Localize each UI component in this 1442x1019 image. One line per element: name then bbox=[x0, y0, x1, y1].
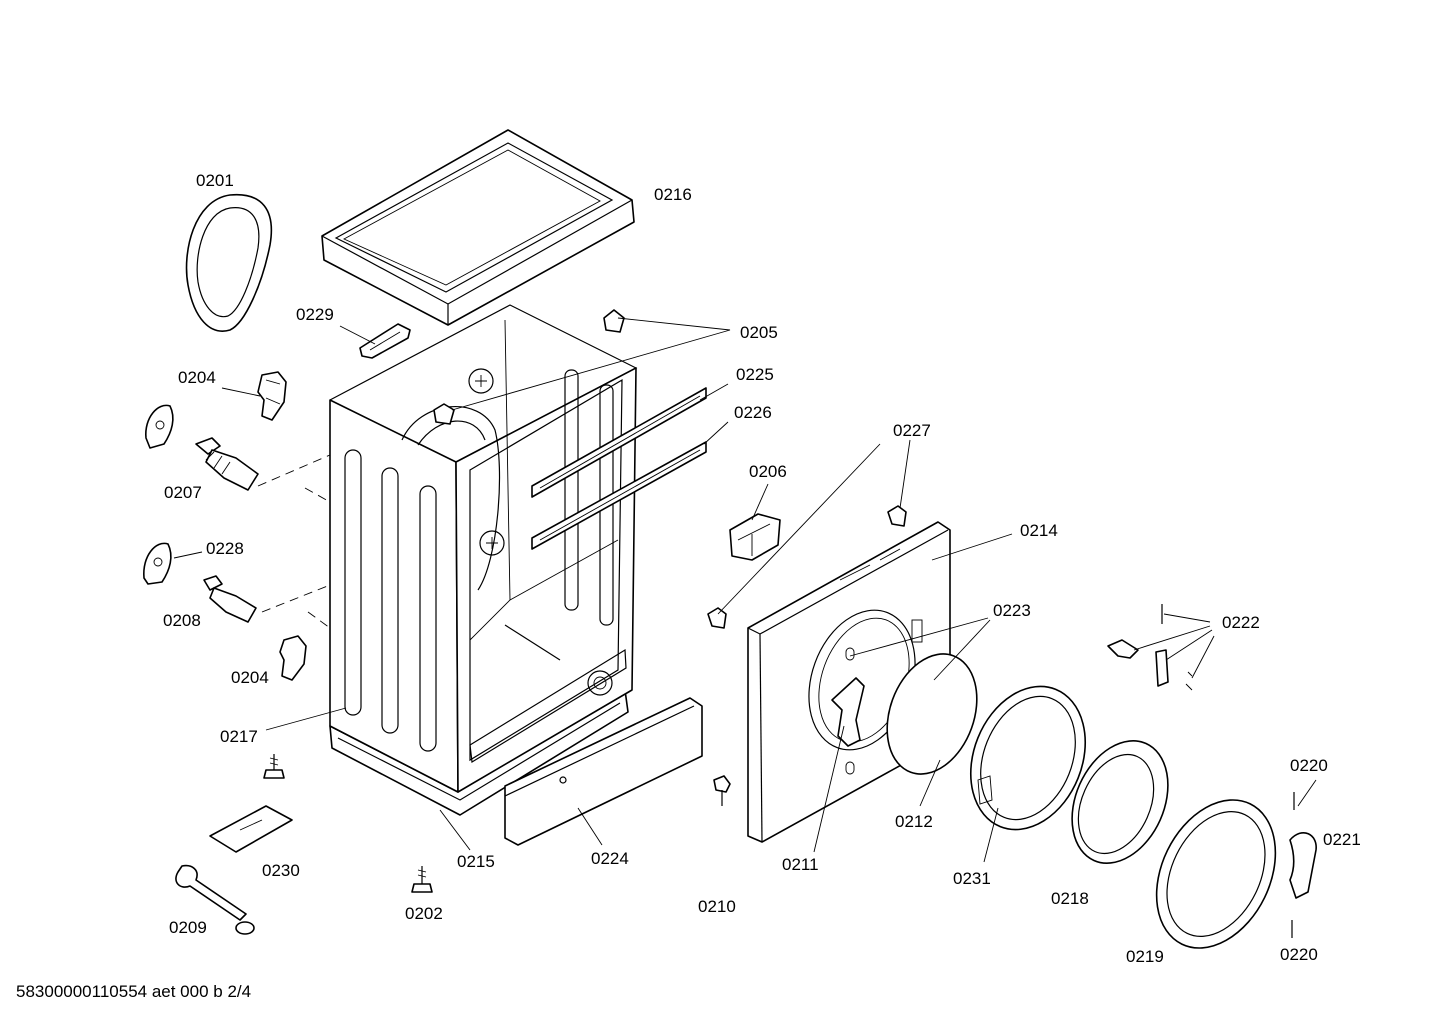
part-number-labels: 0201 0216 0229 0205 0204 0225 0226 0227 … bbox=[163, 171, 1361, 966]
document-footer-code: 58300000110554 aet 000 b 2/4 bbox=[16, 982, 251, 1001]
screw-part-0210 bbox=[713, 775, 731, 806]
top-cover-part bbox=[321, 129, 635, 326]
door-glass-part-0218 bbox=[1071, 740, 1169, 864]
gasket-seal-part bbox=[185, 193, 273, 332]
foot-screw-part-left bbox=[263, 754, 285, 779]
clip-part-0205-top bbox=[603, 309, 625, 333]
leader-lines bbox=[173, 317, 1317, 863]
bracket-part-0204-upper bbox=[257, 371, 287, 421]
label-0204-upper: 0204 bbox=[178, 368, 216, 387]
bracket-part-0204-lower bbox=[279, 635, 307, 681]
clip-part-0229 bbox=[359, 323, 411, 359]
assembly-line-upper-b bbox=[304, 487, 331, 503]
label-0224: 0224 bbox=[591, 849, 629, 868]
label-0219: 0219 bbox=[1126, 947, 1164, 966]
latch-part-0222 bbox=[1107, 639, 1193, 691]
clip-part-0227-right bbox=[887, 505, 907, 527]
label-0204-lower: 0204 bbox=[231, 668, 269, 687]
label-0221: 0221 bbox=[1323, 830, 1361, 849]
damper-mount-part-0228-upper bbox=[145, 404, 174, 449]
label-0202: 0202 bbox=[405, 904, 443, 923]
label-0214: 0214 bbox=[1020, 521, 1058, 540]
label-0223: 0223 bbox=[993, 601, 1031, 620]
label-0211: 0211 bbox=[782, 855, 819, 874]
damper-mount-part-0228 bbox=[143, 542, 172, 585]
assembly-line-upper bbox=[257, 454, 331, 487]
label-0220-upper: 0220 bbox=[1290, 756, 1328, 775]
label-0227: 0227 bbox=[893, 421, 931, 440]
assembly-line-lower-b bbox=[307, 611, 331, 629]
assembly-line-lower bbox=[261, 584, 331, 613]
clip-part-0227-left bbox=[707, 607, 727, 629]
label-0229: 0229 bbox=[296, 305, 334, 324]
label-0216: 0216 bbox=[654, 185, 692, 204]
cross-strut-parts bbox=[531, 387, 707, 550]
label-0220-lower: 0220 bbox=[1280, 945, 1318, 964]
label-0209: 0209 bbox=[169, 918, 207, 937]
shock-absorber-part-0208 bbox=[203, 575, 257, 623]
label-0230: 0230 bbox=[262, 861, 300, 880]
door-ring-part-0219 bbox=[1155, 799, 1277, 949]
plinth-panel-part bbox=[504, 697, 703, 846]
door-lock-part-0206 bbox=[729, 513, 781, 561]
foot-screw-part-0202 bbox=[411, 866, 433, 893]
label-0212: 0212 bbox=[895, 812, 933, 831]
door-frame-part-0231 bbox=[969, 685, 1087, 831]
door-handle-part-0221 bbox=[1289, 831, 1317, 899]
label-0206: 0206 bbox=[749, 462, 787, 481]
label-0218: 0218 bbox=[1051, 889, 1089, 908]
shock-absorber-part-0207 bbox=[195, 437, 259, 491]
label-0215: 0215 bbox=[457, 852, 495, 871]
label-0222: 0222 bbox=[1222, 613, 1260, 632]
hinge-part-0211 bbox=[831, 677, 865, 747]
label-0225: 0225 bbox=[736, 365, 774, 384]
glass-gasket-part-0212 bbox=[886, 653, 978, 775]
label-0205: 0205 bbox=[740, 323, 778, 342]
cabinet-housing-part bbox=[329, 304, 638, 816]
label-0201: 0201 bbox=[196, 171, 234, 190]
label-0226: 0226 bbox=[734, 403, 772, 422]
label-0228: 0228 bbox=[206, 539, 244, 558]
label-0231: 0231 bbox=[953, 869, 991, 888]
label-0208: 0208 bbox=[163, 611, 201, 630]
label-0217: 0217 bbox=[220, 727, 258, 746]
shim-plate-part-0230 bbox=[209, 805, 293, 853]
clip-part-0205-inner bbox=[433, 403, 455, 425]
label-0210: 0210 bbox=[698, 897, 736, 916]
wrench-tool-part-0209 bbox=[175, 864, 255, 935]
label-0207: 0207 bbox=[164, 483, 202, 502]
